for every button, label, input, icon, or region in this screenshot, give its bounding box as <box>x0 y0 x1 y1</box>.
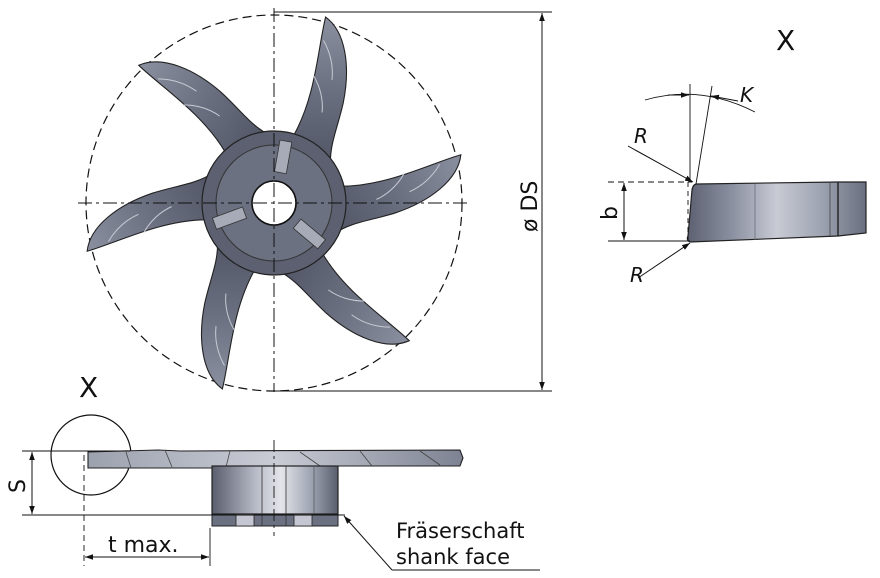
diameter-label: ø DS <box>518 181 543 232</box>
detail-title: X <box>776 24 795 57</box>
width-label: b <box>598 206 623 220</box>
depth-label: t max. <box>108 533 179 558</box>
front-view: ø DS <box>78 8 552 392</box>
callout-line2: shank face <box>396 545 510 569</box>
cutting-edge-body <box>686 181 867 243</box>
callout-line1: Fräserschaft <box>396 519 524 543</box>
angle-label: K <box>740 83 755 107</box>
blade-edge-detail <box>328 289 391 328</box>
side-view: X S t max. <box>6 371 540 571</box>
shank-face-leader <box>343 515 393 571</box>
radius-bottom-label: R <box>630 263 644 287</box>
cutter-plate <box>87 449 464 469</box>
thickness-label: S <box>6 479 31 493</box>
blade-edge-detail <box>107 206 172 242</box>
blade-edge-detail <box>376 164 441 200</box>
blades <box>86 16 462 390</box>
detail-view: X b K R R <box>598 24 867 287</box>
blade <box>333 153 462 235</box>
detail-marker: X <box>79 371 98 404</box>
blade-edge-detail <box>313 40 333 113</box>
blade <box>86 171 215 253</box>
blade-edge-detail <box>157 78 220 117</box>
radius-top-label: R <box>634 124 648 148</box>
blade-edge-detail <box>215 293 235 366</box>
shank-hub <box>211 465 339 515</box>
